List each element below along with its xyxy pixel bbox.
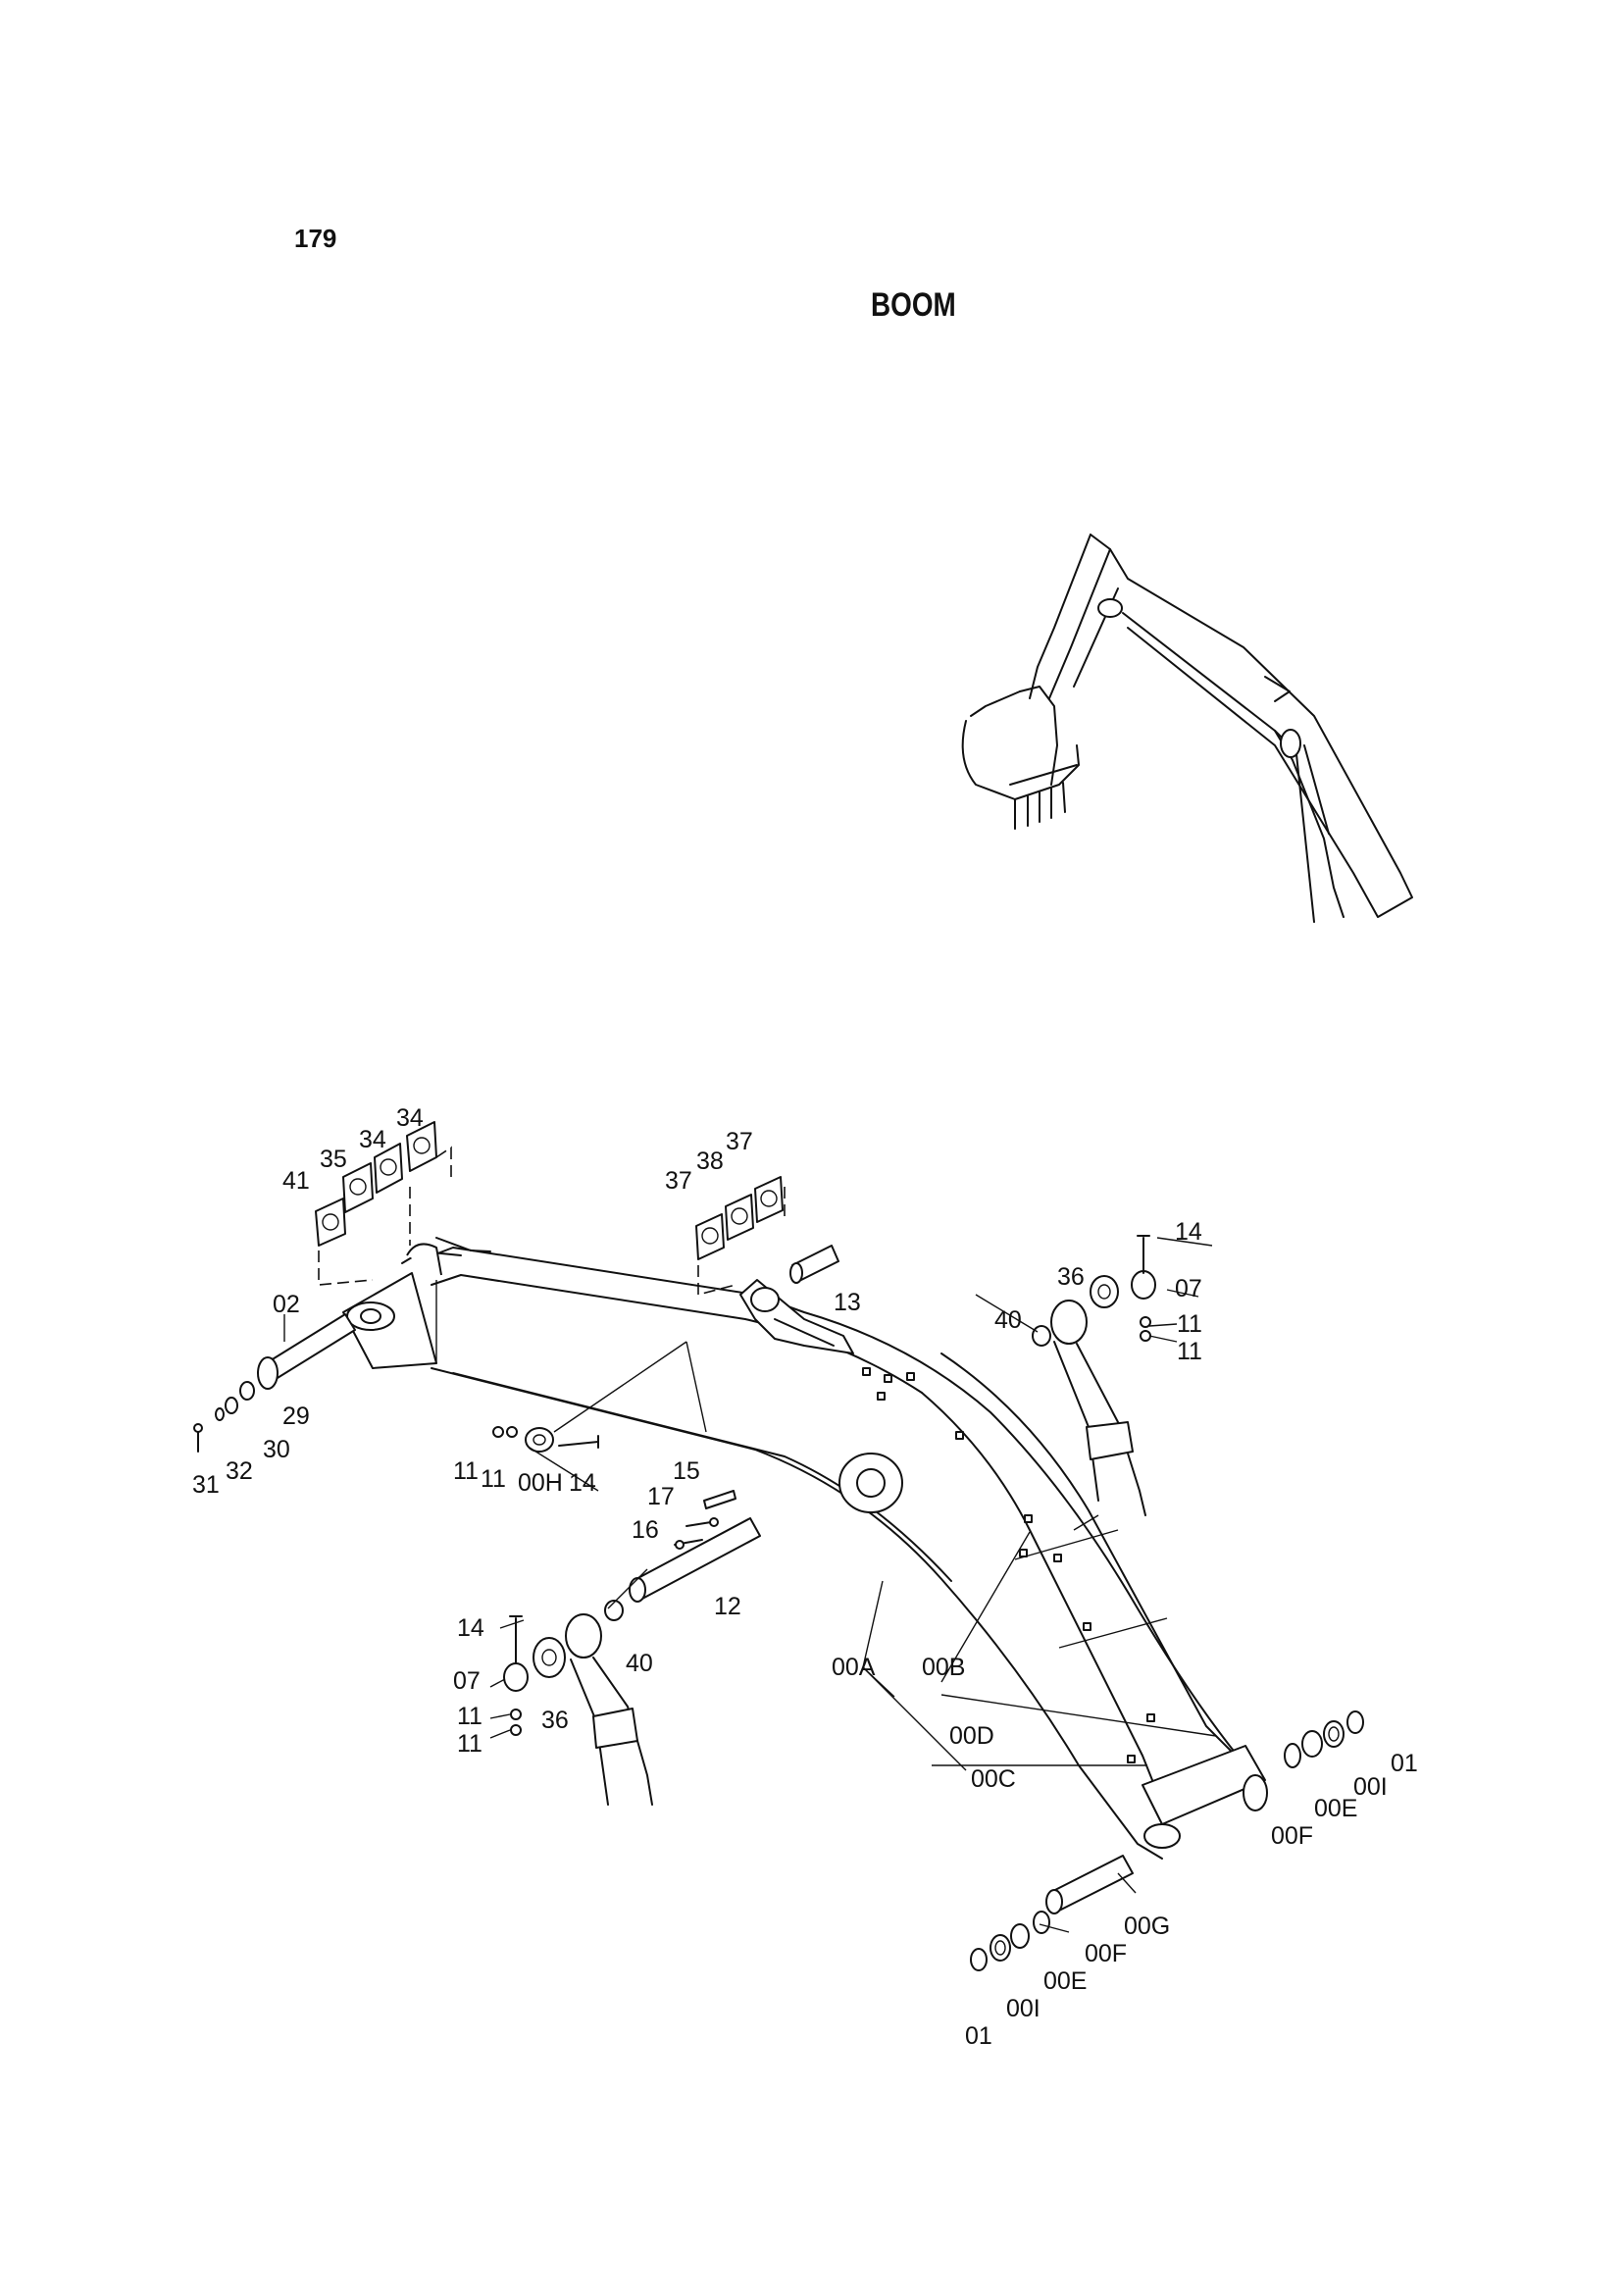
callout-30: 30 <box>263 1436 290 1463</box>
callout-00E: 00E <box>1314 1795 1357 1822</box>
callout-38: 38 <box>696 1148 724 1175</box>
pin-00G <box>1045 1855 1134 1914</box>
callout-14: 14 <box>1175 1218 1202 1246</box>
callout-36: 36 <box>1057 1263 1085 1291</box>
callout-00C: 00C <box>971 1765 1016 1793</box>
callout-00G: 00G <box>1124 1913 1170 1940</box>
callout-00A: 00A <box>832 1654 876 1681</box>
callout-11: 11 <box>453 1457 479 1485</box>
callout-37: 37 <box>665 1167 692 1195</box>
callout-11: 11 <box>1177 1338 1202 1365</box>
callout-00D: 00D <box>949 1722 994 1750</box>
leader-lines <box>283 1237 1217 1933</box>
callout-07: 07 <box>453 1667 481 1695</box>
callout-00H: 00H <box>518 1469 563 1497</box>
callout-17: 17 <box>647 1483 675 1510</box>
callout-31: 31 <box>192 1471 220 1499</box>
callout-00I: 00I <box>1006 1995 1040 2022</box>
pin-13 <box>789 1245 839 1284</box>
callout-14: 14 <box>569 1469 596 1497</box>
pin-02 <box>257 1313 356 1390</box>
page-title: BOOM <box>871 286 956 324</box>
callout-11: 11 <box>1177 1310 1202 1338</box>
callout-34: 34 <box>396 1104 424 1132</box>
hardware-parts <box>193 1121 1364 1971</box>
callout-02: 02 <box>273 1291 300 1318</box>
callout-15: 15 <box>673 1457 700 1485</box>
callout-40: 40 <box>626 1650 653 1677</box>
boom-body <box>342 1237 1268 1860</box>
callout-labels: 41 35 34 34 37 38 37 14 36 07 40 11 11 0… <box>192 1104 1418 2050</box>
callout-01: 01 <box>1391 1750 1418 1777</box>
callout-35: 35 <box>320 1146 347 1173</box>
callout-40: 40 <box>994 1306 1022 1334</box>
callout-00B: 00B <box>922 1654 965 1681</box>
callout-00F: 00F <box>1085 1940 1127 1967</box>
callout-13: 13 <box>834 1289 861 1316</box>
callout-16: 16 <box>632 1516 659 1544</box>
callout-11: 11 <box>457 1703 482 1730</box>
callout-29: 29 <box>282 1403 310 1430</box>
callout-00I: 00I <box>1353 1773 1388 1801</box>
callout-14: 14 <box>457 1614 484 1642</box>
excavator-overview-illustration <box>961 534 1413 923</box>
callout-11: 11 <box>481 1465 506 1493</box>
callout-41: 41 <box>282 1167 310 1195</box>
pin-12 <box>629 1517 761 1603</box>
callout-36: 36 <box>541 1707 569 1734</box>
callout-00F: 00F <box>1271 1822 1313 1850</box>
page-number: 179 <box>294 224 337 253</box>
callout-00E: 00E <box>1043 1967 1087 1995</box>
callout-07: 07 <box>1175 1275 1202 1302</box>
callout-12: 12 <box>714 1593 741 1620</box>
callout-32: 32 <box>226 1457 253 1485</box>
callout-01: 01 <box>965 2022 992 2050</box>
boom-cylinder-right <box>1050 1300 1146 1516</box>
boom-cylinder-left <box>565 1613 653 1806</box>
callout-37: 37 <box>726 1128 753 1155</box>
callout-34: 34 <box>359 1126 386 1153</box>
callout-11: 11 <box>457 1730 482 1758</box>
